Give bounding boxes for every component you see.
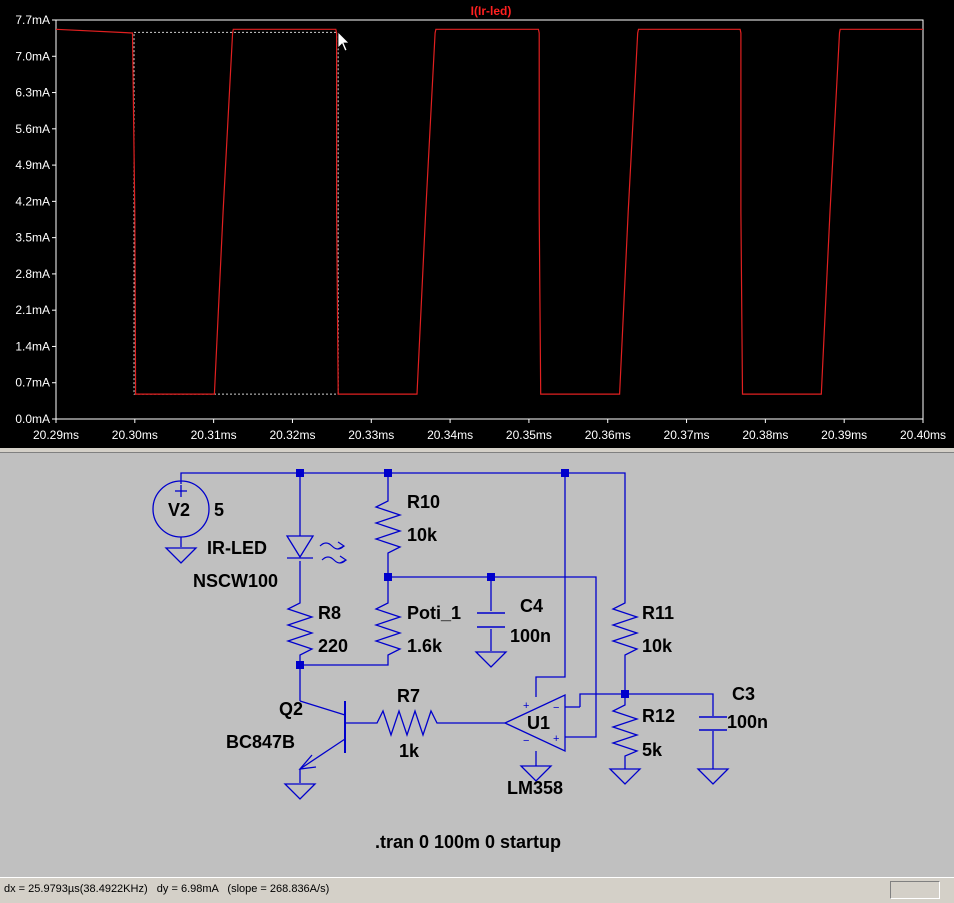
r12-name: R12 xyxy=(642,706,675,726)
diode-icon xyxy=(285,535,315,559)
ground-icon xyxy=(164,547,198,564)
x-tick-label: 20.37ms xyxy=(664,428,710,442)
cursor-readout: dx = 25.9793µs(38.4922KHz) dy = 6.98mA (… xyxy=(4,883,330,895)
opamp-icon xyxy=(503,693,566,753)
mouse-pointer-icon xyxy=(337,31,350,52)
r11-value: 10k xyxy=(642,636,673,656)
trace-line[interactable] xyxy=(55,28,923,395)
y-tick-label: 4.9mA xyxy=(15,158,50,172)
r8-name: R8 xyxy=(318,603,341,623)
status-bar: dx = 25.9793µs(38.4922KHz) dy = 6.98mA (… xyxy=(0,877,954,903)
ir-led-diode[interactable]: IR-LED NSCW100 xyxy=(193,535,348,591)
transistor-q2[interactable]: Q2 BC847B xyxy=(226,699,346,800)
x-tick-label: 20.39ms xyxy=(821,428,867,442)
ground-icon xyxy=(283,783,317,800)
resistor-r8[interactable]: R8 220 xyxy=(285,599,348,659)
schematic-canvas[interactable]: V2 5 IR-LED NSCW100 R8 220 R10 1 xyxy=(0,453,954,878)
x-tick-label: 20.30ms xyxy=(112,428,158,442)
c4-value: 100n xyxy=(510,626,551,646)
opamp-u1[interactable]: − + + − U1 LM358 xyxy=(503,693,580,798)
resistor-icon xyxy=(372,708,442,738)
c4-name: C4 xyxy=(520,596,543,616)
u1-name: U1 xyxy=(527,713,550,733)
r7-value: 1k xyxy=(399,741,420,761)
y-axis-ticks: 7.7mA 7.0mA 6.3mA 5.6mA 4.9mA 4.2mA 3.5mA 2.8mA… xyxy=(15,13,56,426)
plot-frame xyxy=(55,19,924,420)
x-tick-label: 20.33ms xyxy=(348,428,394,442)
resistor-icon xyxy=(610,701,640,759)
r7-name: R7 xyxy=(397,686,420,706)
y-tick-label: 0.0mA xyxy=(15,412,50,426)
ground-icon xyxy=(608,768,642,785)
y-tick-label: 7.7mA xyxy=(15,13,50,27)
r10-value: 10k xyxy=(407,525,438,545)
svg-text:+: + xyxy=(523,700,529,712)
capacitor-c3[interactable]: C3 100n xyxy=(696,684,768,785)
resistor-poti-1[interactable]: Poti_1 1.6k xyxy=(373,599,461,659)
poti-name: Poti_1 xyxy=(407,603,461,623)
resistor-icon xyxy=(610,599,640,659)
ground-icon xyxy=(696,768,730,785)
x-tick-label: 20.31ms xyxy=(191,428,237,442)
svg-text:+: + xyxy=(553,733,559,745)
pane-splitter[interactable] xyxy=(0,448,954,452)
svg-text:−: − xyxy=(523,735,529,747)
y-tick-label: 0.7mA xyxy=(15,376,50,390)
y-tick-label: 6.3mA xyxy=(15,86,50,100)
resistor-r11[interactable]: R11 10k xyxy=(610,599,674,659)
y-tick-label: 2.1mA xyxy=(15,303,50,317)
ir-led-name: IR-LED xyxy=(207,538,267,558)
r11-name: R11 xyxy=(642,603,674,623)
ground-icon xyxy=(474,651,508,668)
waveform-plot[interactable]: I(Ir-led) 7.7mA 7.0mA 6.3mA 5.6mA 4.9mA 4.2mA… xyxy=(0,0,954,448)
status-panel xyxy=(890,881,940,899)
resistor-icon xyxy=(285,599,315,659)
q2-value: BC847B xyxy=(226,732,295,752)
c3-name: C3 xyxy=(732,684,755,704)
poti-value: 1.6k xyxy=(407,636,443,656)
x-tick-label: 20.38ms xyxy=(742,428,788,442)
q2-name: Q2 xyxy=(279,699,303,719)
resistor-r7[interactable]: R7 1k xyxy=(372,686,442,761)
x-tick-label: 20.35ms xyxy=(506,428,552,442)
ground-icon xyxy=(519,765,553,782)
resistor-icon xyxy=(373,496,403,557)
r12-value: 5k xyxy=(642,740,663,760)
x-tick-label: 20.29ms xyxy=(33,428,79,442)
emission-arrows-icon xyxy=(319,541,348,564)
y-tick-label: 5.6mA xyxy=(15,122,50,136)
x-axis-ticks: 20.29ms 20.30ms 20.31ms 20.32ms 20.33ms 20.34… xyxy=(33,419,946,442)
spice-directive[interactable]: .tran 0 100m 0 startup xyxy=(375,832,561,852)
schematic-editor[interactable]: V2 5 IR-LED NSCW100 R8 220 R10 1 xyxy=(0,452,954,878)
y-tick-label: 1.4mA xyxy=(15,339,50,353)
y-tick-label: 2.8mA xyxy=(15,267,50,281)
cursor-selection-box[interactable] xyxy=(133,31,339,395)
resistor-r12[interactable]: R12 5k xyxy=(608,701,675,785)
resistor-r10[interactable]: R10 10k xyxy=(373,492,440,557)
ir-led-value: NSCW100 xyxy=(193,571,278,591)
y-tick-label: 7.0mA xyxy=(15,49,50,63)
waveform-viewer[interactable]: I(Ir-led) 7.7mA 7.0mA 6.3mA 5.6mA 4.9mA 4.2mA… xyxy=(0,0,954,448)
junction-dots xyxy=(296,469,629,698)
x-tick-label: 20.32ms xyxy=(269,428,315,442)
r8-value: 220 xyxy=(318,636,348,656)
svg-text:−: − xyxy=(553,702,559,714)
capacitor-c4[interactable]: C4 100n xyxy=(474,596,551,668)
r10-name: R10 xyxy=(407,492,440,512)
u1-value: LM358 xyxy=(507,778,563,798)
x-tick-label: 20.36ms xyxy=(585,428,631,442)
voltage-source-v2[interactable]: V2 5 xyxy=(152,480,224,564)
y-tick-label: 3.5mA xyxy=(15,231,50,245)
trace-label[interactable]: I(Ir-led) xyxy=(471,4,512,18)
y-tick-label: 4.2mA xyxy=(15,194,50,208)
wires xyxy=(180,472,714,769)
c3-value: 100n xyxy=(727,712,768,732)
resistor-icon xyxy=(373,599,403,659)
v2-name: V2 xyxy=(168,500,190,520)
x-tick-label: 20.40ms xyxy=(900,428,946,442)
v2-value: 5 xyxy=(214,500,224,520)
x-tick-label: 20.34ms xyxy=(427,428,473,442)
